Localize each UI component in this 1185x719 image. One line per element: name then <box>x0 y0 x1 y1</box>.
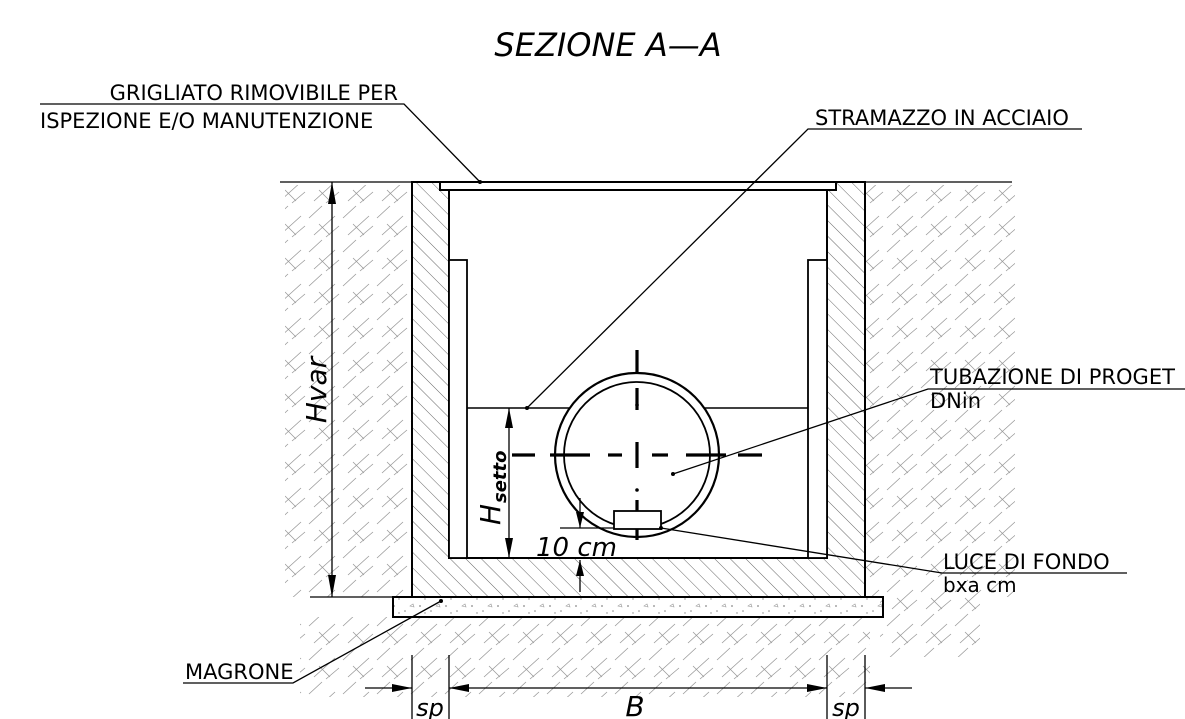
ground-lines <box>280 181 1012 598</box>
pipe-label-line2: DNin <box>930 389 981 413</box>
section-title: SEZIONE A—A <box>494 26 721 64</box>
leader-lines <box>40 103 1185 684</box>
bottom-opening-label-line1: LUCE DI FONDO <box>943 550 1110 574</box>
hsetto-label: H setto <box>474 451 511 526</box>
lean-concrete-slab <box>392 596 884 618</box>
hsetto-dimension <box>505 408 513 558</box>
grate-label-line1: GRIGLIATO RIMOVIBILE PER <box>110 81 398 105</box>
weir-label: STRAMAZZO IN ACCIAIO <box>815 106 1069 130</box>
pipe <box>512 350 762 540</box>
b-label: B <box>625 690 644 719</box>
pipe-label-line1: TUBAZIONE DI PROGET <box>929 365 1175 389</box>
sp-right-label: sp <box>832 694 860 719</box>
hvar-dimension <box>328 182 336 597</box>
bottom-opening <box>613 510 662 530</box>
soil-hatching <box>285 185 1015 697</box>
sp-left-label: sp <box>416 694 444 719</box>
width-dimensions <box>365 655 912 719</box>
svg-text:setto: setto <box>490 451 511 504</box>
bottom-opening-label-line2: bxa cm <box>943 573 1017 597</box>
svg-text:H: H <box>474 504 507 525</box>
removable-grate <box>439 181 837 191</box>
ten-cm-label: 10 cm <box>536 533 617 563</box>
grate-label-line2: ISPEZIONE E/O MANUTENZIONE <box>40 109 373 133</box>
ten-cm-dimension <box>560 498 614 592</box>
hvar-label: Hvar <box>300 355 333 423</box>
lean-concrete-label: MAGRONE <box>185 660 294 684</box>
steel-weir-plates <box>448 259 828 559</box>
